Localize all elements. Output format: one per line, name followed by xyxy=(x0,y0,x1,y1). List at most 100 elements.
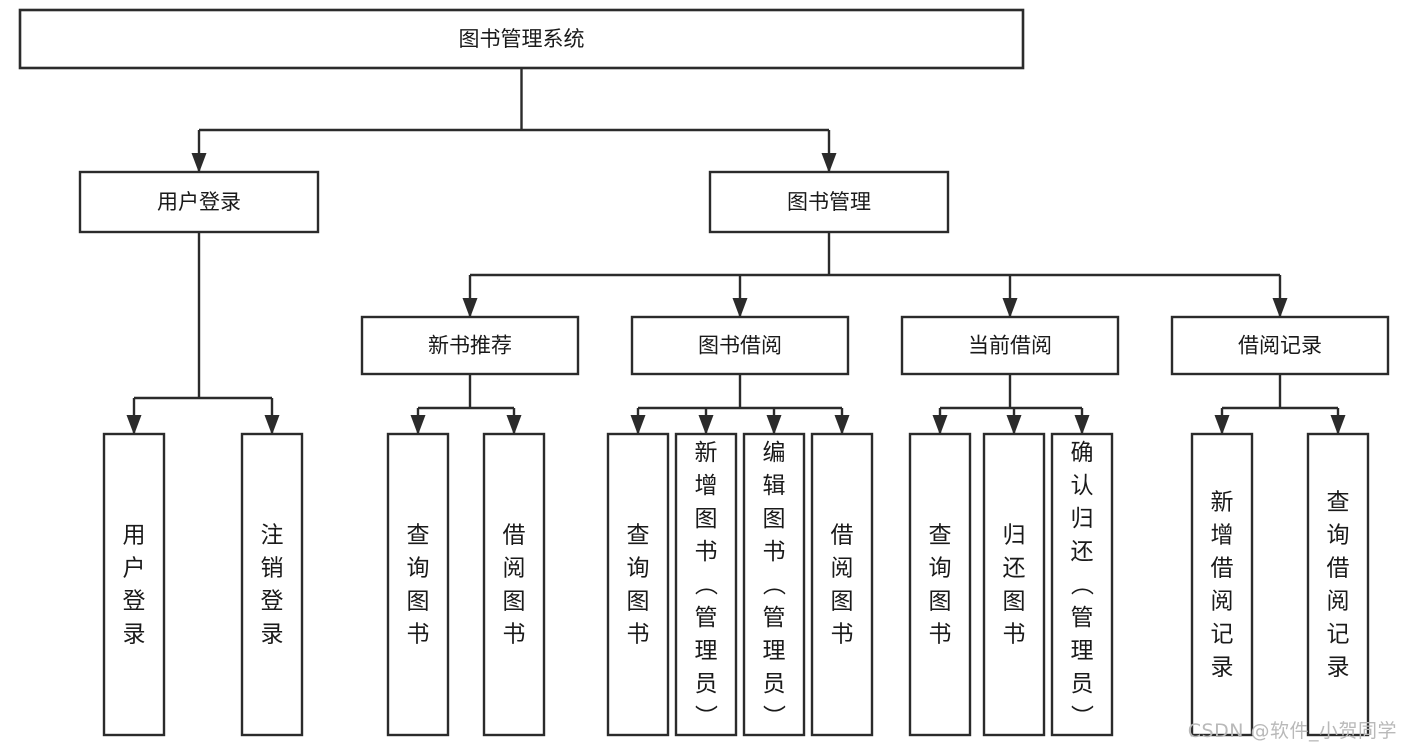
node-label-char: 录 xyxy=(123,622,146,648)
node-rect[interactable] xyxy=(630,315,850,376)
arrow-head-icon xyxy=(506,415,522,435)
node-label-char: 管 xyxy=(763,605,786,631)
node-rect[interactable] xyxy=(386,432,450,737)
node-label-char: 管 xyxy=(695,605,718,631)
node-current-borrow[interactable]: 当前借阅 xyxy=(900,315,1120,376)
node-label-char: 还 xyxy=(1003,556,1026,582)
node-label-char: 新 xyxy=(695,440,718,466)
node-label-char: ） xyxy=(692,705,718,728)
node-rect[interactable] xyxy=(18,8,1025,70)
node-label-char: 记 xyxy=(1211,622,1234,648)
arrow-head-icon xyxy=(1074,415,1090,435)
node-label-char: 户 xyxy=(123,556,146,582)
node-rect[interactable] xyxy=(708,170,950,234)
arrow-head-icon xyxy=(1006,415,1022,435)
node-label-char: 书 xyxy=(503,622,526,648)
node-label-char: 图 xyxy=(695,506,718,532)
arrow-head-icon xyxy=(732,298,748,318)
node-leaf-user-login[interactable]: 用户登录 xyxy=(102,432,166,737)
node-book-borrow[interactable]: 图书借阅 xyxy=(630,315,850,376)
node-user-login[interactable]: 用户登录 xyxy=(78,170,320,234)
node-rect[interactable] xyxy=(742,432,806,737)
node-borrow-record[interactable]: 借阅记录 xyxy=(1170,315,1390,376)
node-rect[interactable] xyxy=(606,432,670,737)
arrow-head-icon xyxy=(834,415,850,435)
node-label-char: 用 xyxy=(123,523,146,549)
node-label-char: 借 xyxy=(1327,556,1350,582)
node-label-char: 查 xyxy=(407,523,430,549)
node-label-char: 理 xyxy=(1071,638,1094,664)
node-new-book-recommend[interactable]: 新书推荐 xyxy=(360,315,580,376)
arrow-head-icon xyxy=(264,415,280,435)
node-label-char: 理 xyxy=(763,638,786,664)
node-rect[interactable] xyxy=(1190,432,1254,737)
node-rect[interactable] xyxy=(908,432,972,737)
node-rect[interactable] xyxy=(240,432,304,737)
node-boxes: 图书管理系统用户登录图书管理新书推荐图书借阅当前借阅借阅记录用户登录注销登录查询… xyxy=(18,8,1390,737)
node-label-char: 图 xyxy=(627,589,650,615)
csdn-watermark: CSDN @软件_小贺同学 xyxy=(1187,720,1397,742)
node-label: 用户登录 xyxy=(157,190,241,214)
node-rect[interactable] xyxy=(674,432,738,737)
node-label-char: （ xyxy=(1068,573,1094,596)
node-label: 借阅记录 xyxy=(1238,334,1322,358)
arrow-head-icon xyxy=(1330,415,1346,435)
node-rect[interactable] xyxy=(102,432,166,737)
node-rect[interactable] xyxy=(1050,432,1114,737)
node-label-char: ） xyxy=(1068,705,1094,728)
node-label-char: 增 xyxy=(1211,523,1234,549)
node-rect[interactable] xyxy=(982,432,1046,737)
node-label-char: 录 xyxy=(1327,655,1350,681)
node-label: 图书管理 xyxy=(787,190,871,214)
node-rect[interactable] xyxy=(1306,432,1370,737)
node-label-char: 员 xyxy=(763,671,786,697)
node-label-char: 认 xyxy=(1071,473,1094,499)
node-label-char: 书 xyxy=(407,622,430,648)
node-label-char: 归 xyxy=(1003,523,1026,549)
node-label-char: 询 xyxy=(1327,523,1350,549)
node-label-char: （ xyxy=(692,573,718,596)
node-label-char: 书 xyxy=(929,622,952,648)
node-label-char: 辑 xyxy=(763,473,786,499)
node-label-char: 还 xyxy=(1071,539,1094,565)
node-rect[interactable] xyxy=(360,315,580,376)
node-label-char: 注 xyxy=(261,523,284,549)
node-root-system[interactable]: 图书管理系统 xyxy=(18,8,1025,70)
arrow-head-icon xyxy=(821,153,837,173)
node-rect[interactable] xyxy=(900,315,1120,376)
node-label-char: 确 xyxy=(1071,440,1094,466)
node-label-char: 图 xyxy=(929,589,952,615)
node-label-char: 图 xyxy=(763,506,786,532)
node-rect[interactable] xyxy=(482,432,546,737)
node-label-char: 阅 xyxy=(503,556,526,582)
node-label-char: 归 xyxy=(1071,506,1094,532)
node-label-char: 书 xyxy=(763,539,786,565)
node-rect[interactable] xyxy=(1170,315,1390,376)
node-label-char: 编 xyxy=(763,440,786,466)
node-label-char: 借 xyxy=(1211,556,1234,582)
node-label-char: 增 xyxy=(695,473,718,499)
node-rect[interactable] xyxy=(78,170,320,234)
node-label-char: 书 xyxy=(695,539,718,565)
arrow-head-icon xyxy=(462,298,478,318)
node-label: 图书管理系统 xyxy=(459,27,585,51)
arrow-head-icon xyxy=(410,415,426,435)
node-label-char: 查 xyxy=(929,523,952,549)
node-book-manage[interactable]: 图书管理 xyxy=(708,170,950,234)
node-label-char: 图 xyxy=(407,589,430,615)
node-rect[interactable] xyxy=(810,432,874,737)
